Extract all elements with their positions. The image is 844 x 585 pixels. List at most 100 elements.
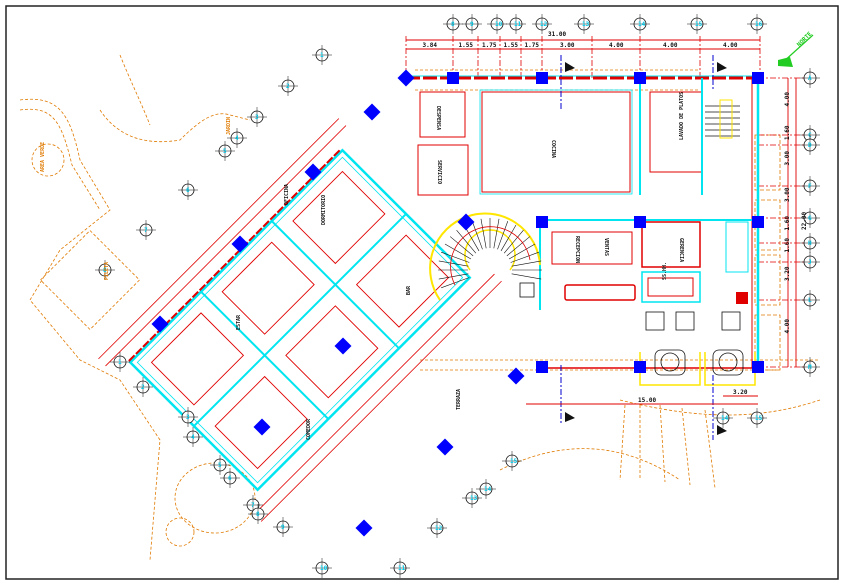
right-dimensions: 4.00 1.60 3.00 3.00 1.60 1.60 3.20 4.00: [758, 77, 805, 368]
bottom-dimension: 15.00: [638, 397, 656, 404]
svg-text:7: 7: [144, 227, 148, 234]
svg-text:10: 10: [495, 21, 503, 28]
svg-text:2: 2: [141, 384, 145, 391]
right-total-dimension: 22.00: [801, 212, 808, 230]
stair-tread: [497, 221, 509, 250]
right-dimension: 3.00: [784, 187, 791, 202]
svg-text:7: 7: [251, 502, 255, 509]
svg-text:H: H: [808, 240, 812, 247]
right-dimension: 1.60: [784, 125, 791, 140]
column: [536, 361, 548, 373]
top-dimension-lines: [406, 39, 760, 50]
svg-text:D: D: [808, 142, 812, 149]
grid-bubble: 1: [312, 45, 332, 65]
svg-text:3: 3: [186, 414, 190, 421]
grid-bubble: 9: [462, 14, 482, 34]
room-label: DORMITORIO: [321, 195, 327, 225]
top-dimension: 3.84: [423, 42, 438, 49]
svg-text:9: 9: [470, 21, 474, 28]
stair-tread: [480, 218, 487, 249]
svg-text:14: 14: [638, 21, 646, 28]
right-dimension: 4.00: [784, 319, 791, 334]
grid-bubble: 6: [178, 180, 198, 200]
svg-text:15: 15: [755, 415, 763, 422]
grid-bubble: F: [800, 176, 820, 196]
grid-bubble: 12: [427, 518, 447, 538]
right-dimension: 4.00: [784, 92, 791, 107]
grid-bubble: 3: [178, 407, 198, 427]
grid-bubble: 11: [506, 14, 526, 34]
bottom-dimensions: 15.00 3.20: [526, 389, 758, 405]
grid-bubble: 6: [220, 468, 240, 488]
room-label: GERENCIA: [678, 238, 684, 262]
svg-text:L: L: [808, 297, 812, 304]
room-label: RECEPCION: [574, 236, 580, 263]
svg-text:13: 13: [582, 21, 590, 28]
top-dimension: 1.75: [525, 42, 540, 49]
room-label: LAVADO DE PLATOS: [679, 92, 685, 140]
right-dimension: 1.60: [784, 238, 791, 253]
svg-text:11: 11: [514, 21, 522, 28]
svg-text:A: A: [808, 75, 812, 82]
grid-bubble: 2: [133, 377, 153, 397]
svg-text:13: 13: [470, 495, 478, 502]
grid-bubble: 12: [532, 14, 552, 34]
grid-bubble: 13: [462, 488, 482, 508]
landscape-label: PILETA: [104, 262, 110, 280]
right-dimension: 3.00: [784, 151, 791, 166]
column: [447, 72, 459, 84]
svg-text:4: 4: [191, 434, 195, 441]
drawing-frame: [5, 5, 839, 580]
room-label: BAR: [406, 285, 412, 295]
top-dimension: 3.00: [560, 42, 575, 49]
svg-text:M: M: [808, 364, 812, 371]
stair-tread: [493, 218, 500, 249]
column: [363, 103, 381, 121]
grid-bubble: L: [800, 290, 820, 310]
stair-tread: [471, 221, 483, 250]
stair-tread: [438, 260, 469, 267]
grid-bubble: 15: [747, 408, 767, 428]
svg-text:11: 11: [398, 565, 406, 572]
grid-bubble: 5: [215, 141, 235, 161]
right-dimension: 1.60: [784, 216, 791, 231]
svg-text:1: 1: [118, 359, 122, 366]
right-dimension: 3.20: [784, 266, 791, 281]
main-block: [406, 75, 760, 386]
column: [752, 72, 764, 84]
grid-bubble: 8: [95, 260, 115, 280]
column: [151, 315, 169, 333]
stair-tread: [500, 224, 517, 252]
svg-text:10: 10: [320, 565, 328, 572]
room-label: VENTAS: [603, 238, 609, 256]
north-label: NORTE: [796, 30, 814, 48]
grid-bubble: 15: [502, 451, 522, 471]
svg-text:6: 6: [228, 475, 232, 482]
stair-tread: [510, 251, 539, 263]
room-label: COMEDOR: [306, 418, 312, 440]
stair-tread: [438, 273, 469, 280]
column: [334, 337, 352, 355]
grid-bubble: 2: [278, 76, 298, 96]
spiral-stair: [429, 212, 542, 301]
svg-text:3: 3: [255, 114, 259, 121]
grid-bubble: 16: [747, 14, 767, 34]
north-arrow-icon: NORTE: [778, 30, 814, 67]
stair-tread: [441, 277, 470, 289]
grid-bubble: 4: [227, 128, 247, 148]
stair-tread: [508, 243, 536, 260]
room-label: OFICINA: [284, 184, 290, 205]
grid-bubble: M: [800, 357, 820, 377]
grid-bubble: D: [800, 135, 820, 155]
section-markers: [560, 55, 714, 440]
grid-bubble: 5: [210, 455, 230, 475]
column: [253, 418, 271, 436]
svg-text:4: 4: [235, 135, 239, 142]
stair-tread: [511, 260, 542, 267]
svg-text:9: 9: [281, 524, 285, 531]
grid-bubble: 3: [247, 107, 267, 127]
svg-text:1: 1: [320, 52, 324, 59]
column: [634, 361, 646, 373]
